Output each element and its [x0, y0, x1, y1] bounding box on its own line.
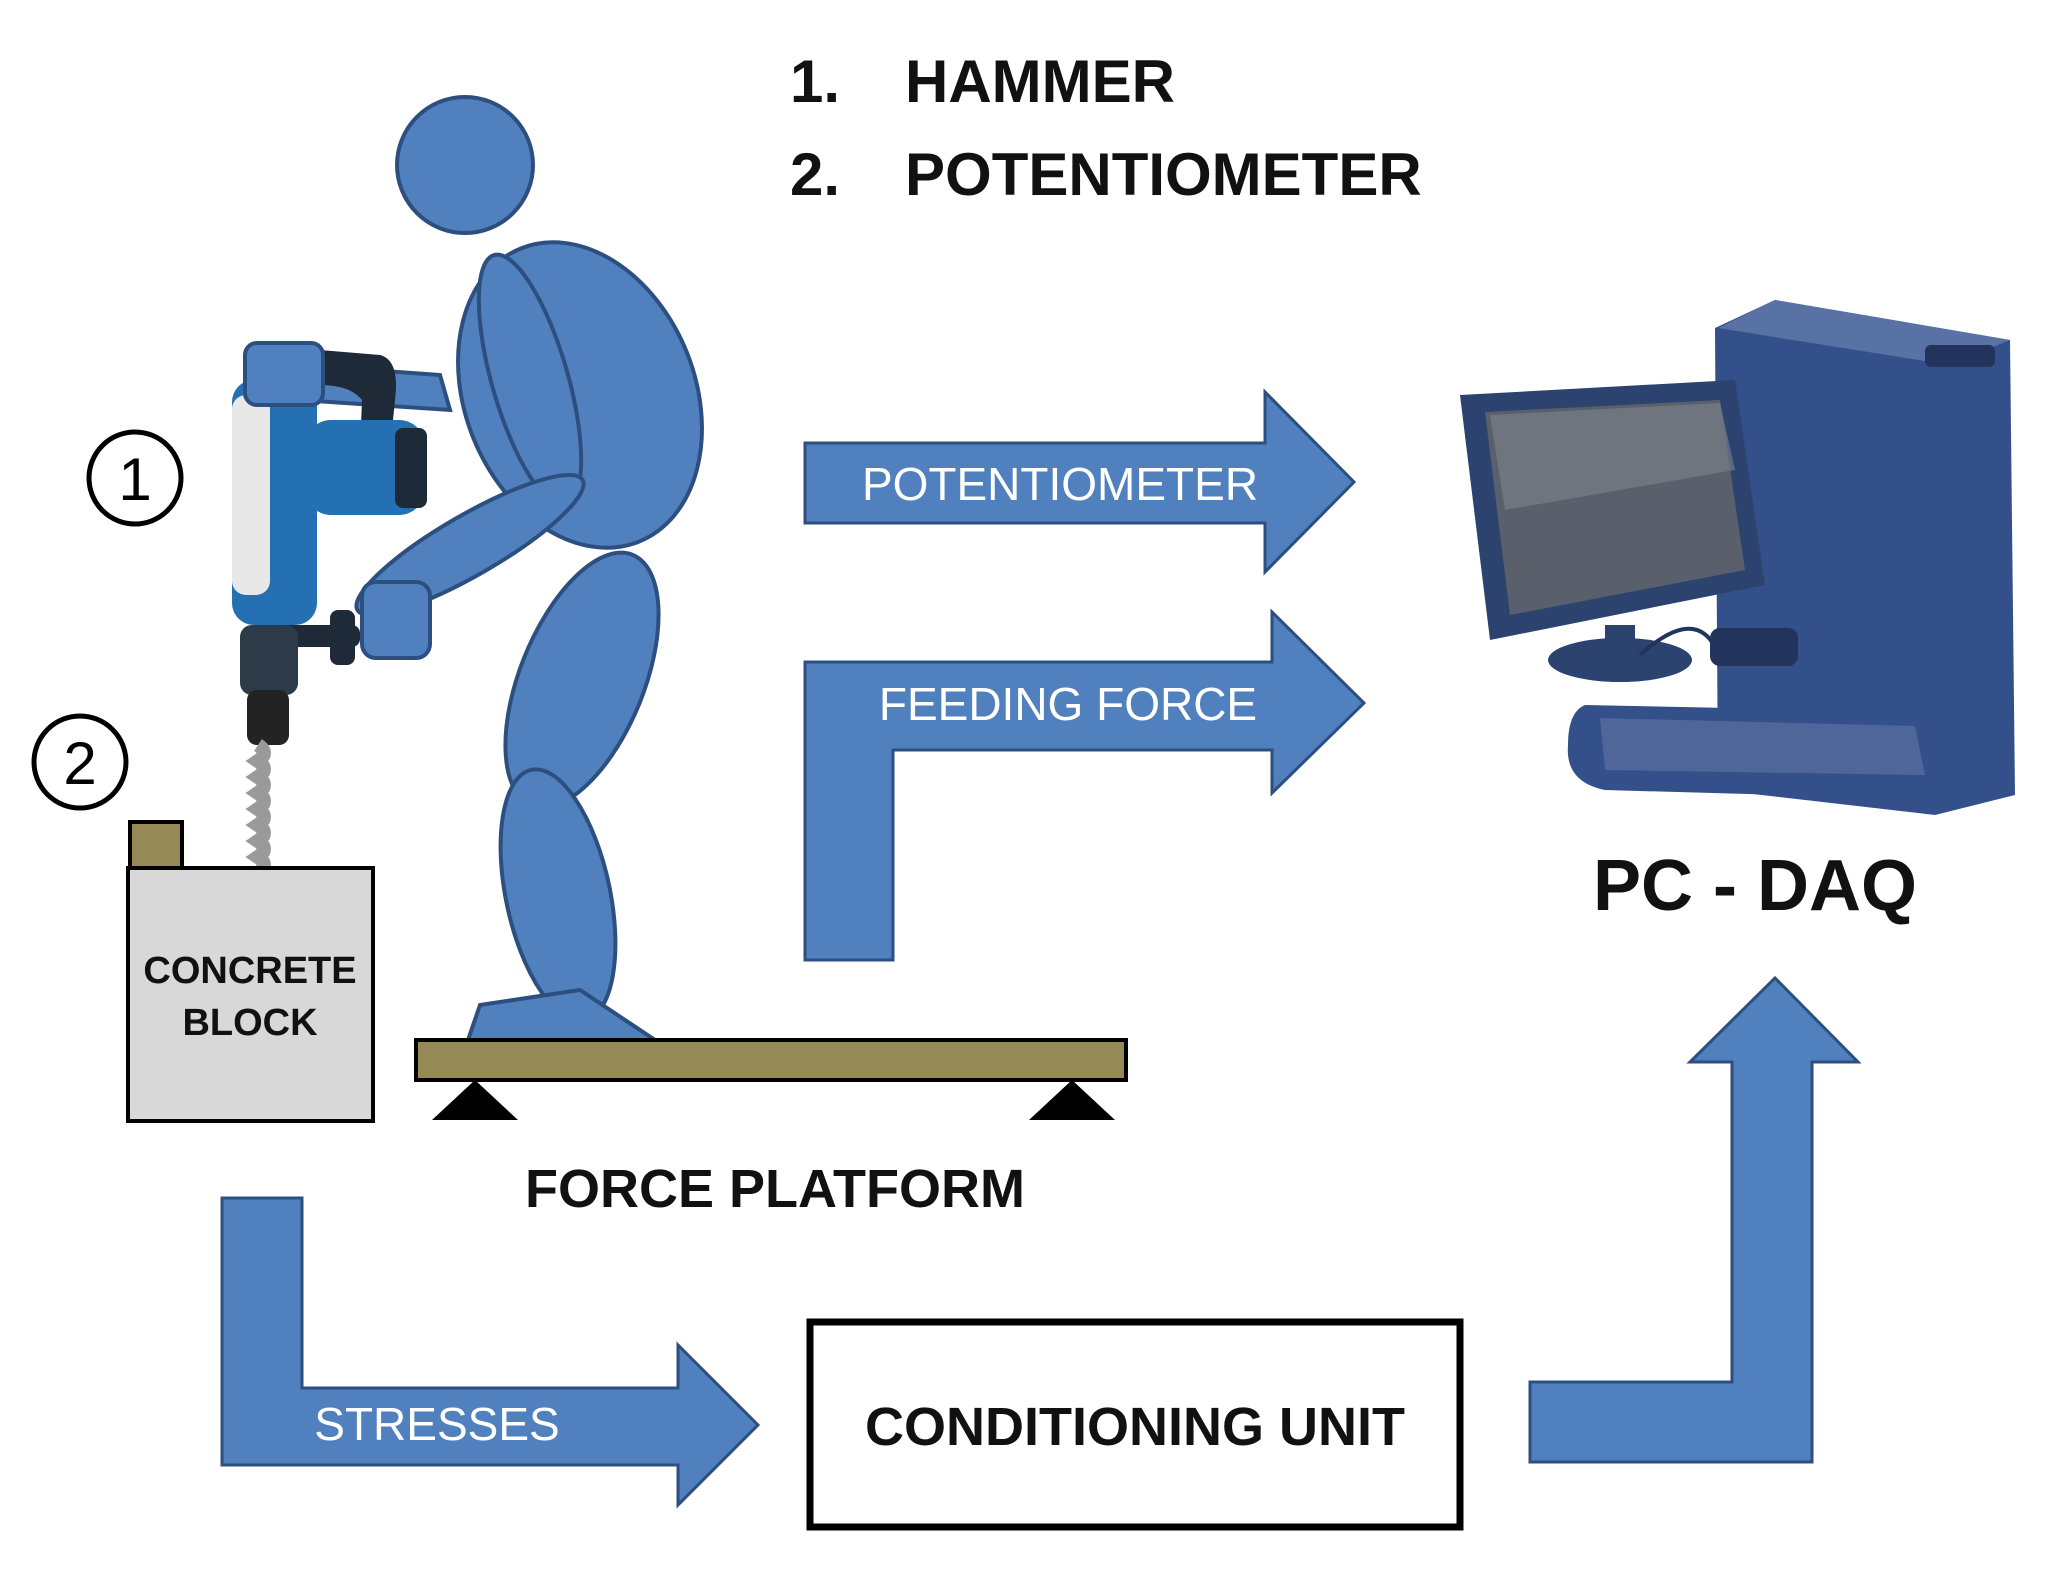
legend-item-2-number: 2.: [790, 141, 840, 208]
svg-text:1: 1: [118, 446, 151, 513]
pc-daq-computer: PC - DAQ: [1460, 300, 2015, 926]
concrete-block-label-line2: BLOCK: [182, 1002, 318, 1044]
stresses-arrow: STRESSES: [220, 1196, 761, 1509]
force-platform-support-left: [432, 1080, 518, 1120]
legend-item-1-label: HAMMER: [905, 48, 1175, 115]
drill-motor-cap: [395, 428, 427, 508]
hammer-drill: [232, 341, 427, 895]
legend: 1. HAMMER 2. POTENTIOMETER: [790, 48, 1422, 208]
feeding-force-arrow: FEEDING FORCE: [803, 608, 1367, 962]
drill-body-white-panel: [232, 395, 270, 595]
legend-item-2-label: POTENTIOMETER: [905, 141, 1422, 208]
figure-lower-leg: [498, 767, 618, 1023]
potentiometer-arrow: POTENTIOMETER: [803, 388, 1357, 576]
figure-head: [395, 95, 535, 235]
potentiometer-sensor: [128, 820, 184, 872]
force-platform-label: FORCE PLATFORM: [525, 1159, 1025, 1219]
potentiometer-arrow-label: POTENTIOMETER: [862, 458, 1258, 510]
pc-daq-label: PC - DAQ: [1593, 846, 1917, 926]
hammer-marker: 1: [86, 429, 184, 527]
drill-bit: [245, 739, 271, 895]
figure-front-fist: [360, 580, 432, 660]
figure-top-fist: [243, 341, 325, 407]
computer-tower: [1715, 300, 2015, 815]
feeding-force-arrow-label: FEEDING FORCE: [879, 678, 1257, 730]
figure-foot: [465, 987, 662, 1042]
conditioning-unit: CONDITIONING UNIT: [806, 1318, 1464, 1531]
concrete-block-label-line1: CONCRETE: [143, 950, 356, 992]
figure-thigh: [503, 550, 661, 810]
to-pc-arrow: [1528, 975, 1862, 1464]
legend-item-1-number: 1.: [790, 48, 840, 115]
daq-device: [1710, 628, 1798, 666]
concrete-block: CONCRETE BLOCK: [126, 820, 375, 1123]
potentiometer-marker: 2: [31, 713, 129, 811]
force-platform: FORCE PLATFORM: [414, 1038, 1128, 1219]
operator-figure: [298, 95, 704, 1042]
force-platform-support-right: [1029, 1080, 1115, 1120]
svg-text:2: 2: [63, 730, 96, 797]
drill-side-handle-grip: [330, 610, 355, 665]
conditioning-unit-box: [806, 1318, 1464, 1531]
force-platform-plate: [414, 1038, 1128, 1082]
drill-nose: [240, 625, 298, 695]
conditioning-unit-label: CONDITIONING UNIT: [865, 1397, 1405, 1457]
monitor-base: [1548, 638, 1692, 682]
drill-chuck: [247, 690, 289, 745]
stresses-arrow-label: STRESSES: [314, 1398, 559, 1450]
concrete-block-box: [126, 866, 375, 1123]
